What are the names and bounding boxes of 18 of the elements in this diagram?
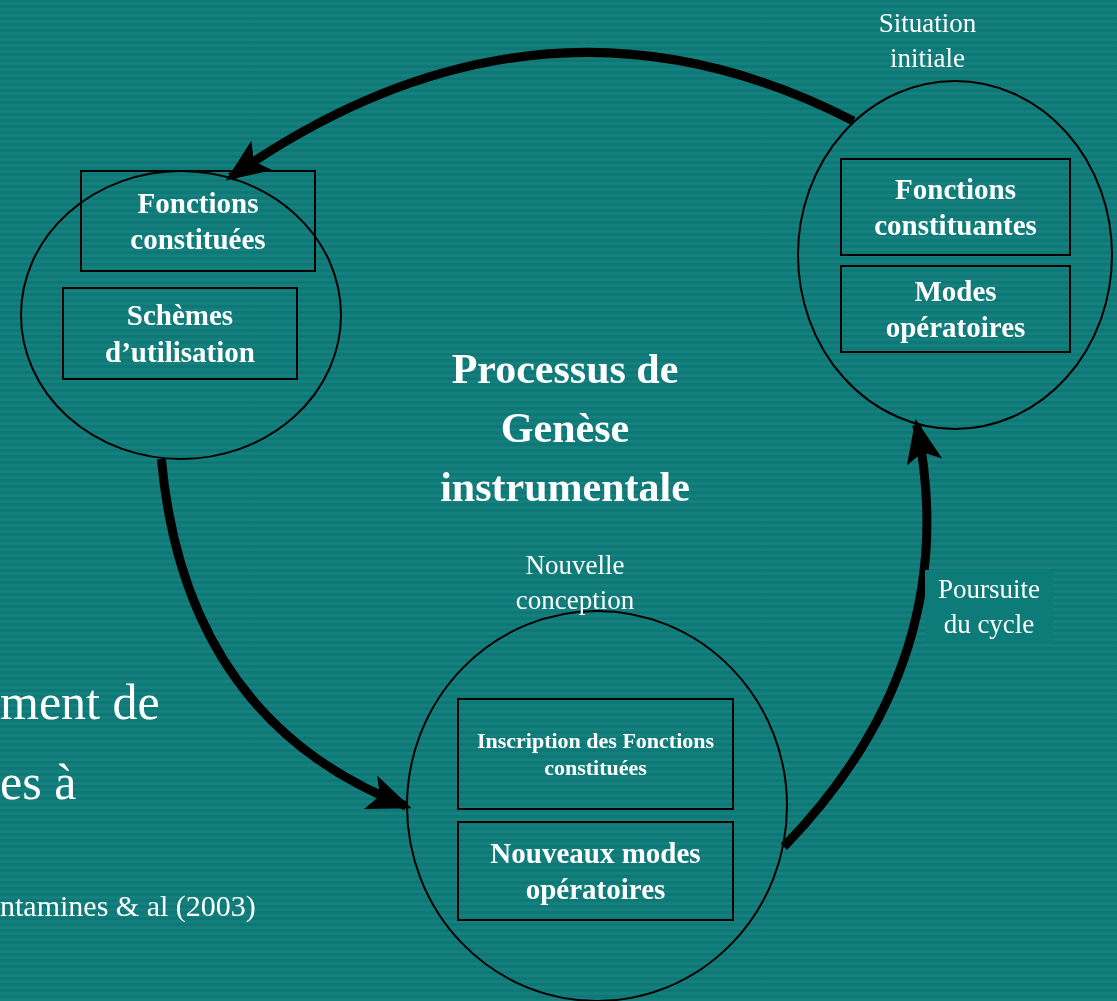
body-text: es à xyxy=(0,753,78,812)
circle-node xyxy=(20,170,342,460)
citation-text: ntamines & al (2003) xyxy=(0,888,257,924)
text-box: Modes opératoires xyxy=(840,265,1071,353)
curved-arrow xyxy=(156,458,412,811)
text-box: Nouveaux modes opératoires xyxy=(457,821,734,921)
text-box: Fonctions constituées xyxy=(80,170,316,272)
circle-node xyxy=(797,80,1113,430)
text-box: Schèmes d’utilisation xyxy=(62,287,298,380)
body-text: ment de xyxy=(0,673,161,732)
title-text: Processus de Genèse instrumentale xyxy=(439,345,691,512)
caption-text: Situation initiale xyxy=(877,7,978,76)
caption-text: Nouvelle conception xyxy=(514,549,636,618)
curved-arrow xyxy=(225,47,856,181)
text-box: Fonctions constituantes xyxy=(840,158,1071,256)
edge-label: Poursuite du cycle xyxy=(925,570,1053,645)
text-box: Inscription des Fonctions constituées xyxy=(457,698,734,810)
curved-arrow xyxy=(780,418,941,850)
